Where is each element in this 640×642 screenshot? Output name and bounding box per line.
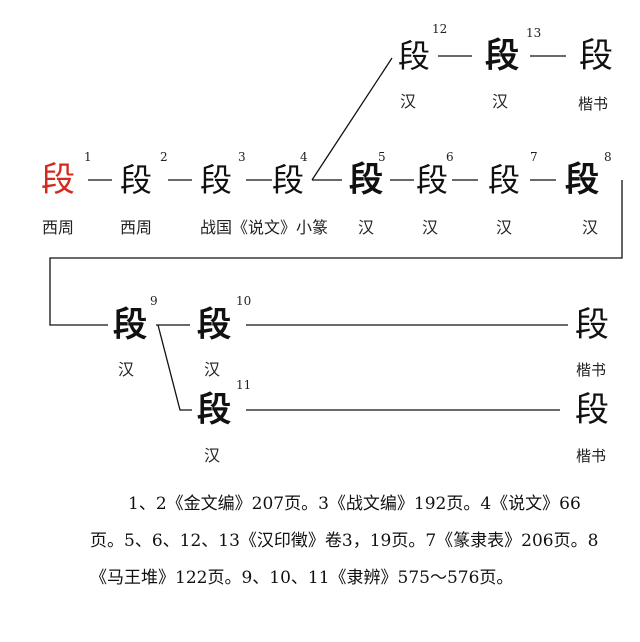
era-label: 汉 bbox=[204, 360, 221, 379]
glyph-number: 2 bbox=[160, 150, 168, 164]
glyph-number: 5 bbox=[378, 150, 386, 164]
glyph-12: 段 bbox=[397, 37, 430, 75]
glyph-9: 段 bbox=[113, 305, 147, 345]
glyph-number: 7 bbox=[530, 150, 538, 164]
glyph-number: 9 bbox=[150, 294, 158, 308]
connector-4-12 bbox=[311, 57, 393, 181]
glyph-13: 段 bbox=[485, 36, 519, 76]
era-label: 汉 bbox=[496, 218, 513, 237]
glyph-2: 段 bbox=[119, 161, 152, 199]
connector-9-11 bbox=[157, 324, 192, 411]
era-label: 战国 bbox=[200, 218, 233, 237]
era-label: 汉 bbox=[358, 218, 375, 237]
era-label: 《说文》小篆 bbox=[232, 218, 329, 237]
glyph-3: 段 bbox=[199, 161, 232, 199]
glyph-1: 段 bbox=[41, 160, 75, 200]
glyph-number: 11 bbox=[236, 378, 252, 392]
kaishu-label: 楷书 bbox=[578, 95, 609, 113]
era-label: 汉 bbox=[118, 360, 135, 379]
glyph-11: 段 bbox=[197, 390, 231, 430]
glyph-number: 6 bbox=[446, 150, 454, 164]
glyph-number: 4 bbox=[300, 150, 308, 164]
era-label: 西周 bbox=[42, 218, 75, 237]
glyph-number: 12 bbox=[432, 22, 448, 36]
era-label: 汉 bbox=[400, 92, 417, 111]
glyph-10: 段 bbox=[197, 305, 231, 345]
kaishu-label: 楷书 bbox=[576, 361, 607, 379]
source-caption: 1、2《金文编》207页。3《战文编》192页。4《说文》66页。5、6、12、… bbox=[90, 494, 599, 588]
era-label: 汉 bbox=[492, 92, 509, 111]
kaishu-label: 楷书 bbox=[576, 447, 607, 465]
glyph-number: 13 bbox=[526, 26, 542, 40]
glyph-7: 段 bbox=[487, 161, 520, 199]
kaishu-glyph-top: 段 bbox=[579, 36, 613, 76]
glyph-6: 段 bbox=[415, 161, 448, 199]
kaishu-glyph-mid: 段 bbox=[575, 305, 609, 345]
glyph-8: 段 bbox=[565, 160, 599, 200]
glyph-number: 1 bbox=[84, 150, 92, 164]
era-label: 汉 bbox=[422, 218, 439, 237]
glyph-5: 段 bbox=[349, 160, 383, 200]
glyph-number: 8 bbox=[604, 150, 612, 164]
glyph-4: 段 bbox=[271, 161, 304, 199]
era-label: 汉 bbox=[582, 218, 599, 237]
connector-8-9 bbox=[49, 180, 623, 326]
era-label: 西周 bbox=[120, 218, 153, 237]
kaishu-glyph-bottom: 段 bbox=[575, 390, 609, 430]
glyph-number: 3 bbox=[238, 150, 246, 164]
glyph-number: 10 bbox=[236, 294, 252, 308]
era-label: 汉 bbox=[204, 446, 221, 465]
